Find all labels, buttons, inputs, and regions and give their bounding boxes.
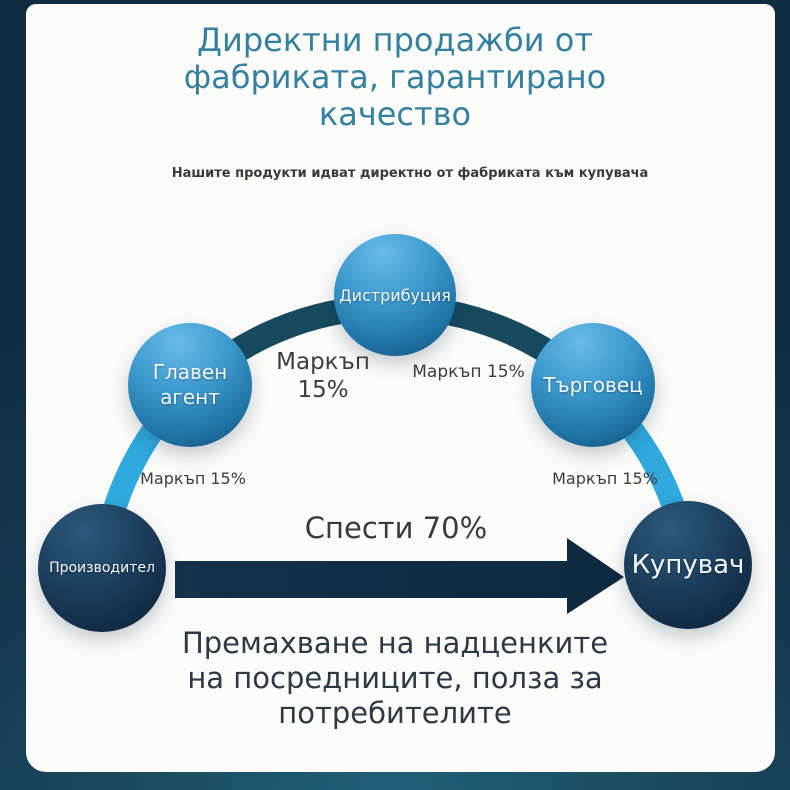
- markup-label-agent-distribution: Маркъп 15%: [263, 348, 383, 404]
- node-main-agent: Главен агент: [128, 323, 252, 447]
- footer-message-line3: потребителите: [278, 696, 512, 730]
- markup-label-agent-distribution-line1: Маркъп: [276, 349, 370, 375]
- footer-message-line1: Премахване на надценките: [181, 626, 609, 660]
- node-main-agent-label: Главен агент: [152, 360, 228, 409]
- page-title-line1: Директни продажби от: [197, 21, 593, 59]
- node-buyer-label: Купувач: [631, 550, 745, 580]
- markup-label-agent-distribution-line2: 15%: [297, 377, 349, 403]
- node-trader-label: Търговец: [543, 373, 643, 397]
- node-buyer: Купувач: [624, 501, 752, 629]
- markup-label-trader-buyer: Маркъп 15%: [552, 469, 658, 488]
- footer-message: Премахване на надценките на посредниците…: [145, 626, 645, 731]
- node-trader: Търговец: [531, 323, 655, 447]
- node-producer-label: Производител: [49, 560, 155, 576]
- node-producer: Производител: [38, 504, 166, 632]
- footer-message-line2: на посредниците, полза за: [187, 661, 603, 695]
- node-distribution-label: Дистрибуция: [339, 285, 451, 305]
- save-percentage-label: Спести 70%: [304, 511, 488, 545]
- markup-label-distribution-trader: Маркъп 15%: [412, 362, 525, 382]
- markup-label-producer-agent: Маркъп 15%: [140, 469, 246, 488]
- node-distribution: Дистрибуция: [334, 234, 456, 356]
- page-title: Директни продажби от фабриката, гарантир…: [95, 22, 695, 133]
- page-subtitle: Нашите продукти идват директно от фабрик…: [171, 166, 649, 181]
- page-title-line2: фабриката, гарантирано: [183, 58, 607, 96]
- page-title-line3: качество: [318, 95, 472, 133]
